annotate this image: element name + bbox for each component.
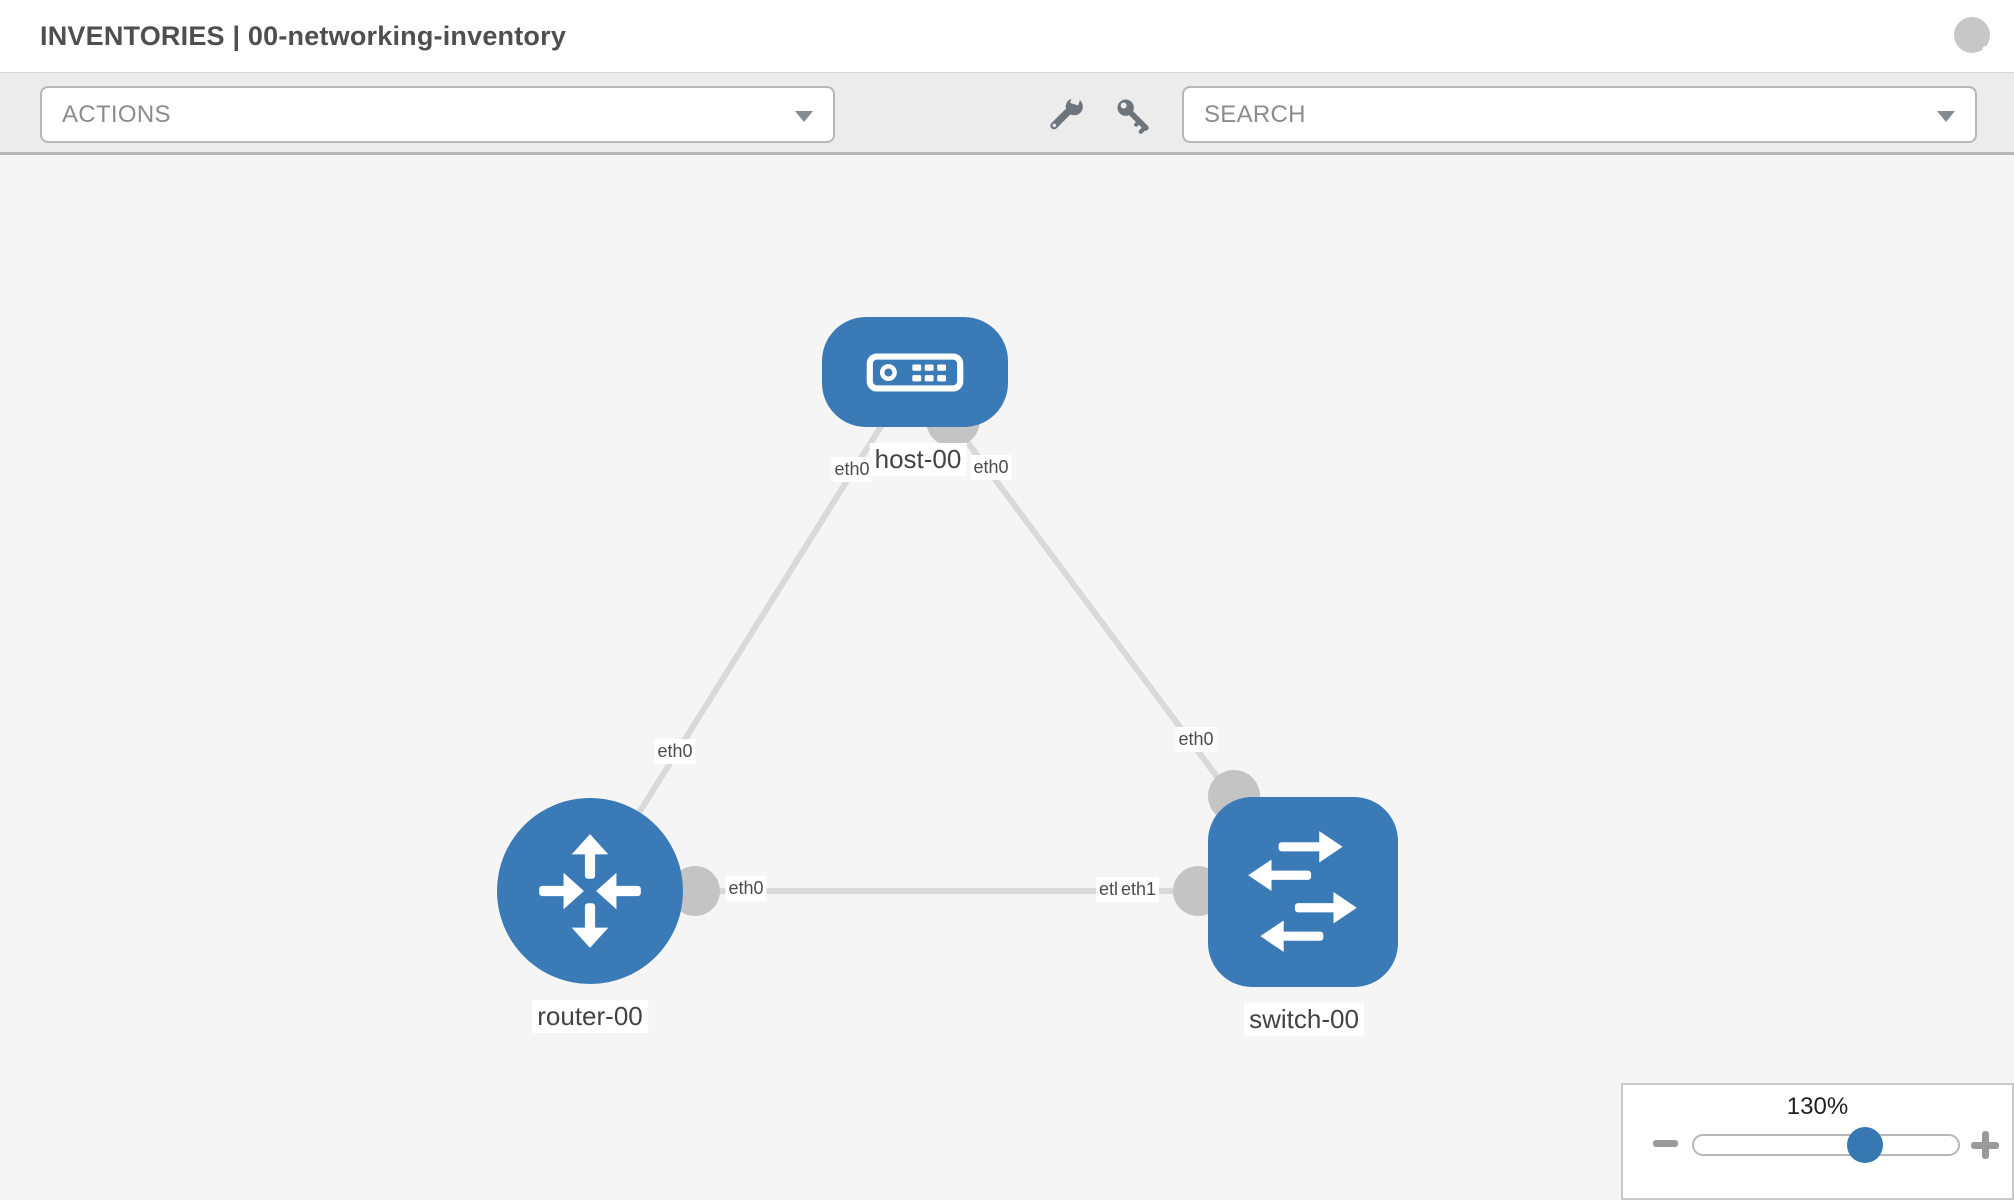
search-dropdown-label: SEARCH	[1204, 100, 1306, 128]
node-label-switch-00: switch-00	[1244, 1003, 1364, 1036]
node-label-host-00: host-00	[869, 443, 967, 476]
interface-label: eth0	[1175, 727, 1217, 752]
wrench-icon	[1050, 92, 1083, 130]
zoom-out-button[interactable]	[1653, 1140, 1678, 1147]
node-host-00[interactable]	[822, 317, 1008, 427]
zoom-percent-label: 130%	[1786, 1093, 1849, 1120]
interface-label: eth1	[1118, 877, 1160, 902]
router-crossed-arrows-icon	[539, 834, 641, 948]
zoom-slider-handle[interactable]	[1847, 1127, 1883, 1163]
actions-dropdown[interactable]: ACTIONS	[40, 86, 835, 143]
actions-dropdown-label: ACTIONS	[62, 100, 171, 128]
interface-label: eth0	[831, 457, 873, 482]
search-dropdown[interactable]: SEARCH	[1182, 86, 1977, 143]
zoom-in-button[interactable]	[1971, 1131, 1999, 1159]
close-icon	[1972, 35, 2008, 71]
chevron-down-icon	[795, 111, 813, 122]
chevron-down-icon	[1937, 111, 1955, 122]
interface-label: eth0	[654, 739, 696, 764]
topology-canvas[interactable]: eth0 eth0 eth0 eth0 eth0 etl eth1 host-0…	[0, 155, 2014, 1200]
interface-label: eth0	[970, 455, 1012, 480]
panel-header: INVENTORIES | 00-networking-inventory	[0, 0, 2014, 72]
toolbar: ACTIONS SEARCH	[0, 72, 2014, 155]
zoom-slider-track[interactable]	[1692, 1134, 1960, 1156]
interface-label: eth0	[725, 876, 767, 901]
close-button[interactable]	[1954, 17, 1990, 53]
credentials-button[interactable]	[1112, 95, 1152, 135]
interface-label-clipped: etl	[1096, 877, 1122, 902]
key-icon	[1117, 99, 1149, 134]
server-icon	[866, 352, 964, 392]
switch-arrows-icon	[1247, 831, 1357, 952]
adhoc-command-button[interactable]	[1048, 92, 1088, 135]
zoom-control-panel: 130%	[1621, 1083, 2014, 1200]
node-router-00[interactable]	[497, 798, 683, 984]
node-switch-00[interactable]	[1208, 797, 1398, 987]
node-label-router-00: router-00	[532, 1000, 648, 1033]
page-title: INVENTORIES | 00-networking-inventory	[40, 20, 567, 51]
interface-connector-router00	[670, 866, 720, 916]
